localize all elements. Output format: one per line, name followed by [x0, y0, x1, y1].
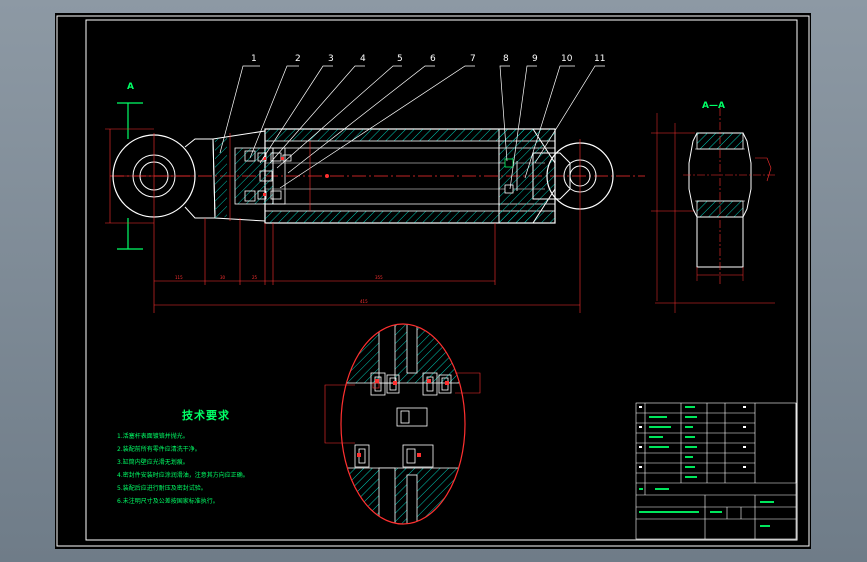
title-block: [635, 402, 797, 540]
balloon-3: 3: [328, 54, 334, 64]
svg-text:355: 355: [375, 275, 383, 280]
section-view-title: A—A: [702, 101, 725, 111]
balloon-6: 6: [430, 54, 436, 64]
tech-requirement-4: 4.密封件安装时应涂润滑油，注意其方向应正确。: [117, 472, 249, 479]
balloon-1: 1: [251, 54, 257, 64]
balloon-2: 2: [295, 54, 301, 64]
tech-requirement-5: 5.装配后应进行耐压及密封试验。: [117, 485, 207, 492]
svg-text:25: 25: [252, 275, 258, 280]
balloon-5: 5: [397, 54, 403, 64]
svg-text:415: 415: [360, 299, 368, 304]
balloon-10: 10: [561, 54, 573, 64]
tech-requirement-1: 1.活塞杆表面镀铬并抛光。: [117, 433, 189, 440]
section-mark-a: A: [127, 82, 134, 92]
svg-text:115: 115: [175, 275, 183, 280]
title-block-entries: [639, 406, 774, 527]
balloon-4: 4: [360, 54, 366, 64]
detail-ellipse-view: [324, 323, 481, 525]
balloon-7: 7: [470, 54, 476, 64]
balloon-9: 9: [532, 54, 538, 64]
outer-frame: [56, 15, 810, 547]
tech-requirement-3: 3.缸筒内壁应光滑无划痕。: [117, 459, 189, 466]
inner-frame: [85, 19, 798, 541]
title-block-row-numbers: [639, 406, 746, 468]
main-view: 115 30 25 355 415: [105, 65, 645, 313]
tech-requirements-title: 技术要求: [182, 409, 230, 422]
svg-text:30: 30: [220, 275, 226, 280]
balloon-11: 11: [594, 54, 606, 64]
section-view-a-a: [651, 108, 775, 313]
balloon-8: 8: [503, 54, 509, 64]
tech-requirement-2: 2.装配前所有零件应清洗干净。: [117, 446, 201, 453]
tech-requirement-6: 6.未注明尺寸及公差按国家标准执行。: [117, 498, 219, 505]
